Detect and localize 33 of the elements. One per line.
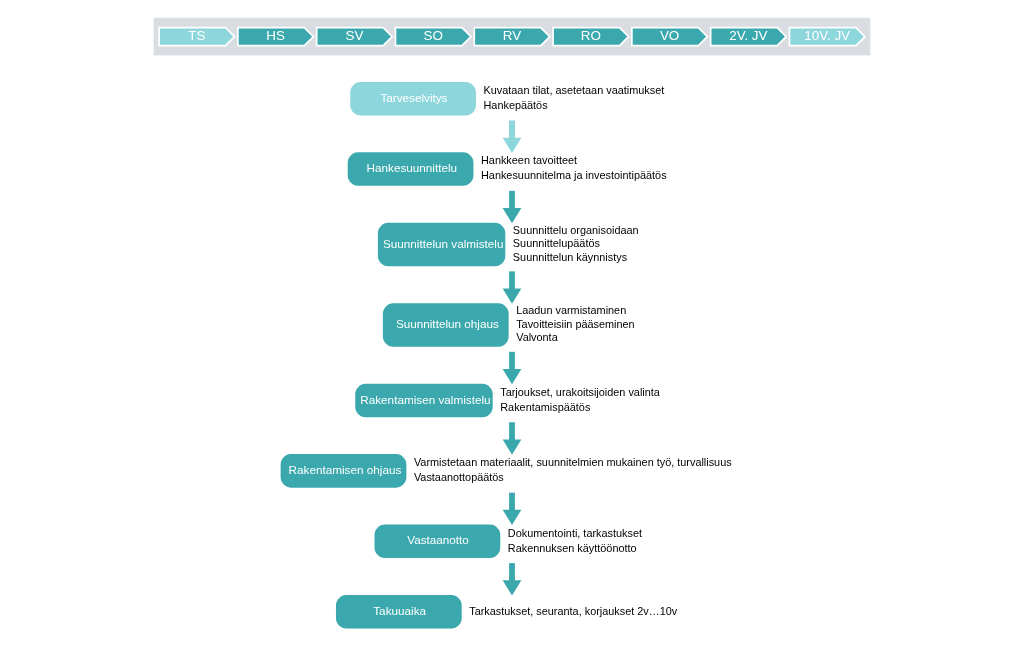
node-box: Suunnittelun valmistelu	[377, 222, 506, 267]
node-label: Dokumentointi, tarkastukset	[507, 526, 642, 539]
node-label: Suunnittelu organisoidaan	[512, 223, 639, 236]
node-label: Tarkastukset, seuranta, korjaukset 2v…10v	[469, 604, 678, 617]
node-label: Varmistetaan materiaalit, suunnitelmien mukainen työ, turvallisuus	[413, 456, 732, 469]
node-label: Suunnittelupäätös	[512, 237, 600, 250]
node-label: Vastaanottopäätös	[413, 471, 504, 484]
node-label: Tavoitteisiin pääseminen	[516, 317, 635, 330]
node-label: Suunnittelun käynnistys	[512, 250, 628, 263]
arrow	[502, 563, 522, 596]
node-label: Rakennuksen käyttöönotto	[507, 541, 637, 554]
cluster	[153, 17, 871, 56]
arrow	[502, 492, 522, 526]
node-label: Kuvataan tilat, asetetaan vaatimukset	[483, 83, 665, 96]
arrow	[502, 422, 522, 455]
node-label: Laadun varmistaminen	[516, 304, 627, 317]
arrow	[502, 120, 522, 153]
arrow	[502, 271, 522, 304]
node-label: Hankesuunnitelma ja investointipäätös	[480, 169, 667, 182]
node-label: Hankepäätös	[483, 99, 548, 112]
node-label: Tarjoukset, urakoitsijoiden valinta	[500, 385, 660, 398]
node-label: Hankkeen tavoitteet	[480, 154, 578, 167]
node-label: Rakentamispäätös	[500, 400, 591, 413]
node-box: Hankesuunnittelu	[347, 152, 474, 186]
node-box: Rakentamisen valmistelu	[355, 383, 493, 418]
node-box: Vastaanotto	[374, 524, 501, 559]
node-box: Takuuaika	[335, 594, 462, 629]
node-box: Tarveselvitys	[350, 81, 476, 116]
node-label: Valvonta	[516, 331, 558, 344]
node-box: Suunnittelun ohjaus	[382, 303, 509, 347]
arrow	[502, 351, 522, 385]
arrow	[502, 190, 522, 224]
node-box: Rakentamisen ohjaus	[280, 454, 407, 488]
